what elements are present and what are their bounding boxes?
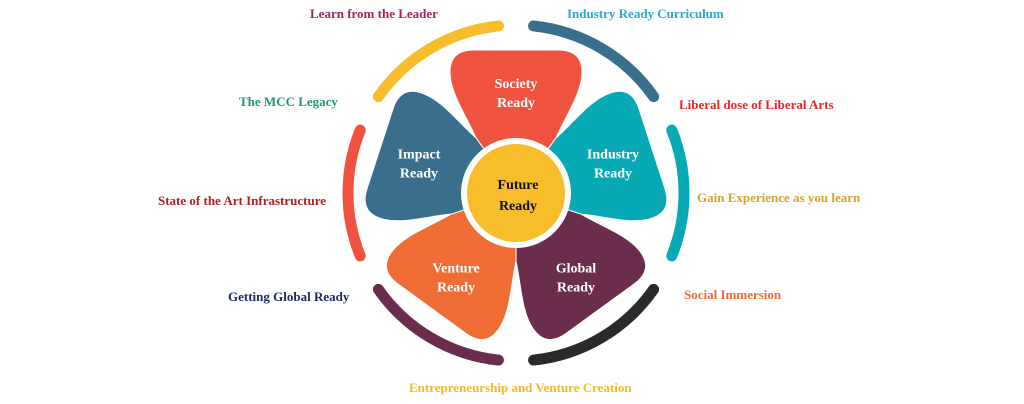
outer-arc xyxy=(666,124,690,262)
petal-label-line1: Venture xyxy=(432,262,479,277)
label-learn-from-leader: Learn from the Leader xyxy=(310,6,438,21)
label-gain-experience: Gain Experience as you learn xyxy=(697,190,861,205)
center-label-line2: Ready xyxy=(499,199,537,214)
petal-label-line2: Ready xyxy=(437,281,475,296)
petal-label-line2: Ready xyxy=(400,166,438,181)
petal-label-line1: Global xyxy=(556,262,597,277)
petal-label-line2: Ready xyxy=(557,281,595,296)
petal-label-line2: Ready xyxy=(497,96,535,111)
outer-arc xyxy=(342,124,366,262)
petal-shape xyxy=(449,49,583,194)
outer-arc xyxy=(528,20,660,103)
center-circle xyxy=(467,144,565,242)
label-infrastructure: State of the Art Infrastructure xyxy=(158,193,326,208)
label-industry-ready-curriculum: Industry Ready Curriculum xyxy=(567,6,724,21)
label-liberal-arts: Liberal dose of Liberal Arts xyxy=(679,97,834,112)
petal-label-line1: Society xyxy=(495,77,538,92)
outer-arc xyxy=(372,20,504,103)
petal-label-line1: Industry xyxy=(587,147,639,162)
petal-label-line2: Ready xyxy=(594,166,632,181)
label-social-immersion: Social Immersion xyxy=(684,287,782,302)
outer-arc xyxy=(528,283,660,366)
outer-arc xyxy=(372,283,504,366)
label-global-ready: Getting Global Ready xyxy=(228,289,350,304)
petal-label-line1: Impact xyxy=(398,147,441,162)
center-label-line1: Future xyxy=(498,178,539,193)
label-entrepreneurship: Entrepreneurship and Venture Creation xyxy=(409,380,632,395)
label-mcc-legacy: The MCC Legacy xyxy=(239,94,338,109)
